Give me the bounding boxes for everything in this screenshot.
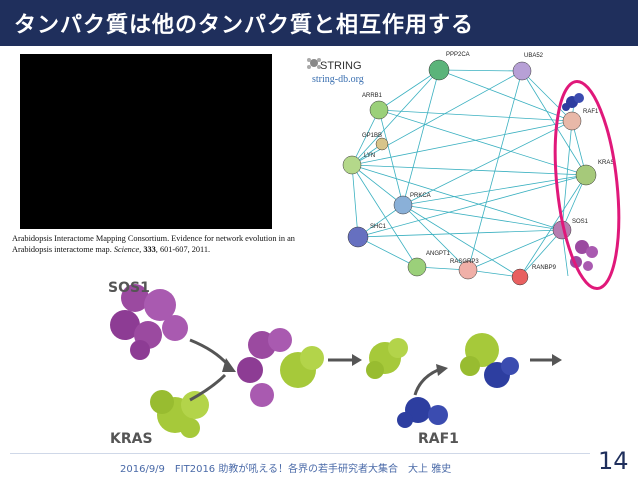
arrowhead-icon: [552, 354, 562, 366]
string-logo-text: STRING: [320, 60, 362, 72]
node-label: KRAS: [598, 160, 614, 166]
citation-pages: , 601-607, 2011.: [155, 245, 211, 254]
string-logo-icon: [307, 58, 321, 69]
node-uba52[interactable]: UBA52: [512, 53, 544, 81]
network-edges: [351, 69, 587, 278]
slide-title: タンパク質は他のタンパク質と相互作用する: [14, 13, 475, 38]
arrow-icon: [189, 373, 227, 402]
network-nodes: PPP2CA UBA52 ARRB1 RAF1 GP1BB LYN KRAS P…: [342, 52, 614, 286]
node-label: ARRB1: [362, 93, 383, 99]
raf1-structure-icon: [562, 93, 584, 111]
footer-divider: [10, 453, 590, 454]
title-bar: タンパク質は他のタンパク質と相互作用する: [0, 0, 638, 46]
sos1-kras-complex-icon: [237, 328, 324, 407]
node-arrb1[interactable]: ARRB1: [362, 93, 389, 120]
node-label: PRKCA: [410, 193, 431, 199]
page-number: 14: [598, 447, 629, 475]
node-shc1[interactable]: SHC1: [347, 224, 387, 248]
citation-journal: Science: [113, 245, 140, 254]
node-raf1[interactable]: RAF1: [562, 109, 599, 131]
raf1-protein-icon: [397, 397, 448, 428]
node-label: SHC1: [370, 224, 387, 230]
arrow-icon: [413, 368, 439, 396]
string-url: string-db.org: [312, 74, 364, 85]
pathway-label-sos1: SOS1: [108, 280, 150, 296]
kras-protein-icon: [150, 390, 209, 438]
citation-sep: ,: [139, 245, 144, 254]
citation-text: Arabidopsis Interactome Mapping Consorti…: [12, 234, 295, 254]
node-label: RASGRP3: [450, 259, 479, 265]
string-network: PPP2CA UBA52 ARRB1 RAF1 GP1BB LYN KRAS P…: [307, 52, 621, 290]
node-kras[interactable]: KRAS: [575, 160, 614, 186]
node-label: SOS1: [572, 219, 589, 225]
node-ranbp9[interactable]: RANBP9: [511, 265, 557, 286]
node-angpt1[interactable]: ANGPT1: [407, 251, 451, 277]
arrowhead-icon: [222, 358, 236, 372]
arrowhead-icon: [352, 354, 362, 366]
kras-active-icon: [366, 338, 408, 379]
sos1-structure-icon: [570, 240, 598, 271]
node-gp1bb[interactable]: GP1BB: [362, 133, 389, 151]
node-sos1[interactable]: SOS1: [552, 219, 589, 240]
kras-raf1-complex-icon: [460, 333, 519, 388]
node-label: LYN: [364, 153, 375, 159]
highlight-ellipse: [553, 80, 621, 290]
node-label: UBA52: [524, 53, 544, 59]
node-rasgrp3[interactable]: RASGRP3: [450, 259, 479, 280]
pathway-label-kras: KRAS: [110, 431, 153, 447]
pathway-label-raf1: RAF1: [418, 431, 459, 447]
arrow-icon: [189, 338, 230, 366]
node-label: PPP2CA: [446, 52, 470, 58]
node-label: RAF1: [583, 109, 599, 115]
node-ppp2ca[interactable]: PPP2CA: [428, 52, 470, 81]
citation-volume: 333: [143, 245, 156, 254]
citation: Arabidopsis Interactome Mapping Consorti…: [12, 233, 312, 255]
node-lyn[interactable]: LYN: [342, 153, 375, 175]
pathway-diagram: SOS1 KRAS RAF1: [108, 280, 562, 447]
video-panel[interactable]: [20, 54, 272, 229]
node-label: RANBP9: [532, 265, 557, 271]
node-label: ANGPT1: [426, 251, 451, 257]
arrowhead-icon: [436, 364, 448, 376]
node-prkca[interactable]: PRKCA: [393, 193, 431, 215]
footer-text: 2016/9/9 FIT2016 助教が吼える！各界の若手研究者大集合 大上 雅…: [120, 464, 452, 475]
sos1-protein-icon: [110, 284, 188, 360]
node-label: GP1BB: [362, 133, 382, 139]
